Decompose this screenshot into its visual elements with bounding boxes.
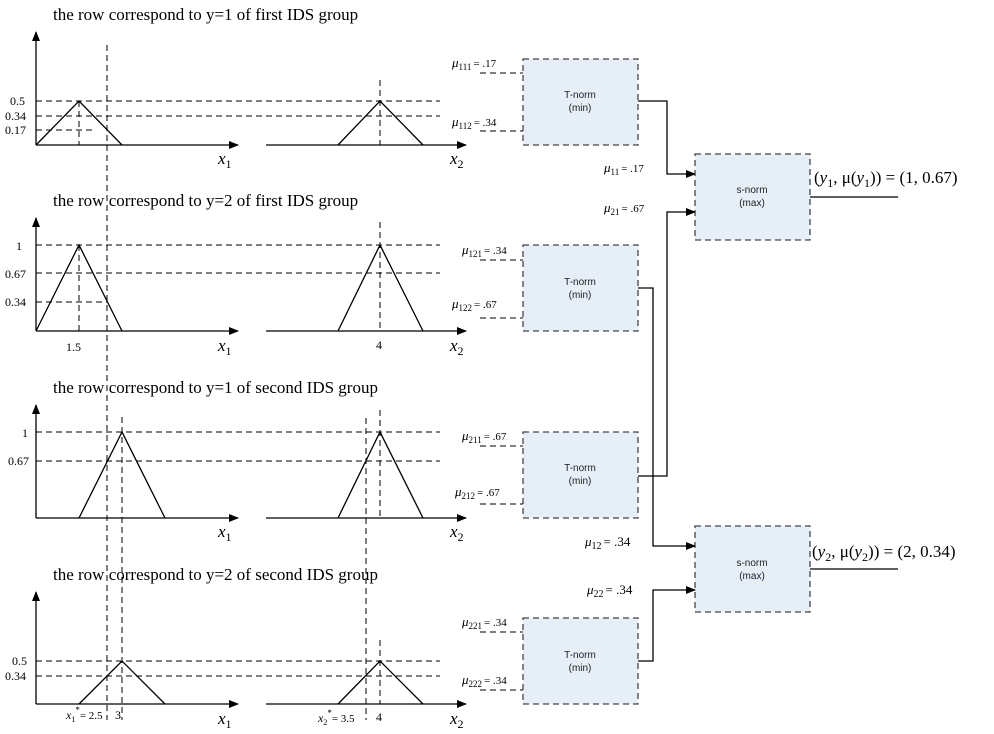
tnorm-box-3-sub: (min) — [569, 476, 592, 487]
result-y1: (y1, μ(y1)) = (1, 0.67) — [814, 168, 958, 190]
row2-tick-0.67: 0.67 — [5, 267, 26, 281]
tnorm-box-3-title: T-norm — [564, 463, 596, 474]
mu-11-label: μ11= .17 — [603, 160, 644, 177]
snorm-box-2-title: s-norm — [736, 558, 767, 569]
mu-12-label: μ12= .34 — [584, 534, 631, 552]
tnorm-box-2: T-norm (min) — [522, 244, 639, 332]
row2-caption: the row correspond to y=2 of first IDS g… — [53, 191, 358, 210]
tnorm-box-1-title: T-norm — [564, 90, 596, 101]
row2-tick-1: 1 — [16, 239, 22, 253]
row3-plots: 1 0.67 x1 x2 — [8, 404, 467, 544]
row4-tick-0.5: 0.5 — [12, 654, 27, 668]
row4-plots: 0.5 0.34 x1*= 2.5 3 x2*= 3.5 4 x1 x2 — [5, 591, 467, 731]
row2-plots: 1 0.67 0.34 1.5 4 x1 x2 — [5, 217, 467, 358]
tnorm-box-3: T-norm (min) — [522, 431, 639, 519]
row4-x2-label: x2 — [449, 709, 464, 731]
row4-caption: the row correspond to y=2 of second IDS … — [53, 565, 378, 584]
row2-x1-label: x1 — [217, 336, 232, 358]
row1-x2-label: x2 — [449, 149, 464, 171]
tnorm-box-4-title: T-norm — [564, 650, 596, 661]
connector-t1-to-s1 — [638, 100, 696, 178]
mu-21-label: μ21= .67 — [603, 200, 645, 217]
row1-tick-0.34: 0.34 — [5, 109, 26, 123]
tnorm-box-2-title: T-norm — [564, 277, 596, 288]
tnorm-box-1-sub: (min) — [569, 103, 592, 114]
row2-tick-1.5: 1.5 — [66, 340, 81, 354]
snorm-box-2-sub: (max) — [739, 571, 765, 582]
mu-111-label: μ111= .17 — [451, 55, 497, 72]
row3-x1-triangle — [78, 430, 166, 519]
snorm-box-2: s-norm (max) — [694, 525, 811, 613]
snorm-box-1-sub: (max) — [739, 198, 765, 209]
row3-x1-label: x1 — [217, 522, 232, 544]
row3-tick-1: 1 — [22, 426, 28, 440]
row1-caption: the row correspond to y=1 of first IDS g… — [53, 5, 358, 24]
row3-caption: the row correspond to y=1 of second IDS … — [53, 378, 378, 397]
row2-x2-label: x2 — [449, 336, 464, 358]
tnorm-box-4-sub: (min) — [569, 663, 592, 674]
row2-tick-4: 4 — [376, 338, 382, 352]
mu-112-label: μ112= .34 — [451, 114, 497, 131]
result-y2: (y2, μ(y2)) = (2, 0.34) — [812, 542, 956, 564]
row3-tick-0.67: 0.67 — [8, 454, 29, 468]
mu-222-label: μ222= .34 — [461, 672, 507, 689]
row4-tick-0.34: 0.34 — [5, 669, 26, 683]
connector-t3-to-s2 — [638, 475, 696, 550]
mu-212-label: μ212= .67 — [454, 484, 500, 501]
mu-211-label: μ211= .67 — [461, 428, 507, 445]
connector-t2-to-s1 — [638, 208, 696, 477]
row4-x2-star-label: x2*= 3.5 — [317, 708, 355, 727]
snorm-box-1: s-norm (max) — [694, 153, 811, 241]
row1-x1-label: x1 — [217, 149, 232, 171]
row1-plots: 0.5 0.34 0.17 x1 x2 — [5, 31, 467, 171]
mu-122-label: μ122= .67 — [451, 296, 497, 313]
mu-121-label: μ121= .34 — [461, 242, 507, 259]
connector-t4-to-s2 — [638, 586, 696, 662]
snorm-box-1-title: s-norm — [736, 185, 767, 196]
tnorm-box-2-sub: (min) — [569, 290, 592, 301]
row3-x2-label: x2 — [449, 522, 464, 544]
row1-tick-0.17: 0.17 — [5, 123, 26, 137]
row2-tick-0.34: 0.34 — [5, 295, 26, 309]
row1-tick-0.5: 0.5 — [10, 94, 25, 108]
row4-x1-star-label: x1*= 2.5 — [65, 705, 103, 724]
mu-221-label: μ221= .34 — [461, 614, 507, 631]
row4-x1-label: x1 — [217, 709, 232, 731]
tnorm-box-1: T-norm (min) — [522, 58, 639, 146]
row4-tick-3: 3 — [115, 708, 121, 722]
row4-tick-4: 4 — [376, 710, 382, 724]
mu-22-label: μ22= .34 — [586, 582, 633, 600]
tnorm-box-4: T-norm (min) — [522, 617, 639, 705]
